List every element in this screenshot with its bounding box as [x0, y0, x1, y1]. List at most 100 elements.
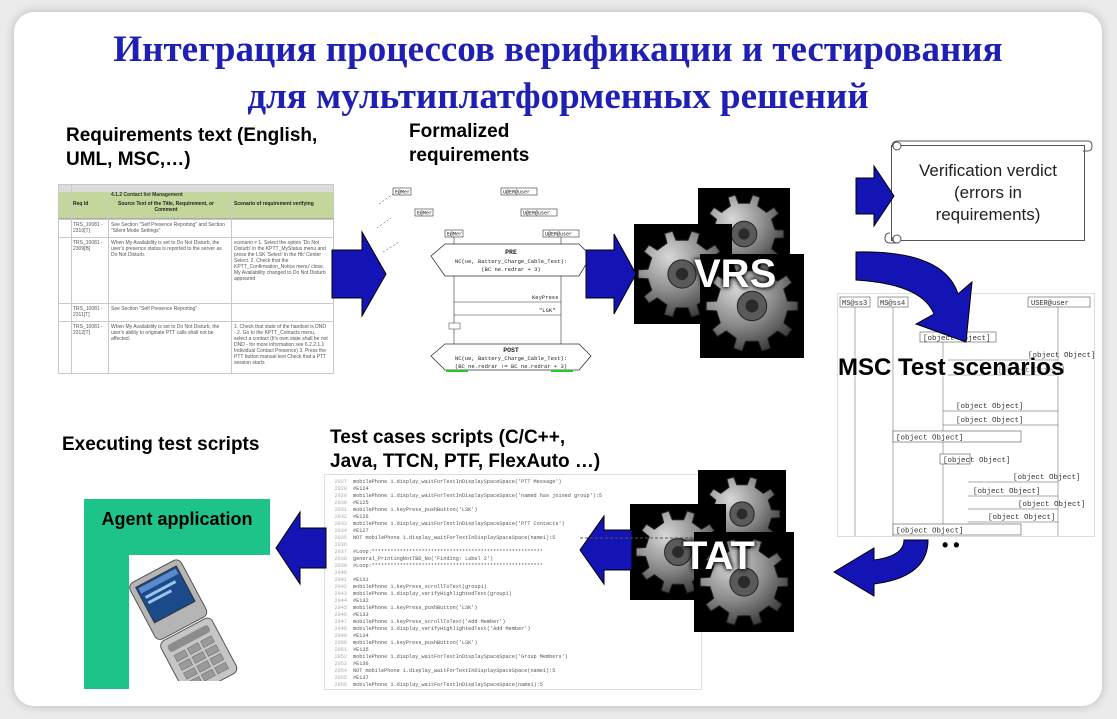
msc-item: [object Object] [1028, 352, 1094, 360]
msc-item: [object Object] [1013, 474, 1081, 482]
line-number: 2033 [334, 521, 347, 527]
code-text: #E132 [353, 598, 369, 604]
verdict-line-2: (errors in [953, 183, 1022, 202]
code-text: #E126 [353, 514, 369, 520]
line-number: 2036 [334, 542, 347, 548]
executing-test-scripts-label: Executing test scripts [62, 434, 260, 455]
code-text: general_PrintingNotTBD_No('Finding: Labe… [353, 556, 494, 562]
post-text-2: (BC ne.redrar != BC ne.redrar + 3) [455, 363, 567, 370]
table-row: TRS_10081 - 2309[B] When My Availability… [59, 237, 333, 304]
table-row: TRS_10081 - 2310[T] See Section "Self Pr… [59, 219, 333, 238]
code-text: #E133 [353, 612, 369, 618]
code-line: 2041 #E131 [325, 577, 369, 584]
lifeline-label: U@ER@user [545, 232, 572, 238]
code-text: mobilePhone 1.display_verifyHighlightedT… [353, 591, 512, 597]
code-line: 2043 mobilePhone 1.display_verifyHighligh… [325, 591, 512, 598]
line-number: 2046 [334, 612, 347, 618]
msc-test-scenarios-label: MSC Test scenarios [838, 354, 1065, 381]
code-text: #E135 [353, 647, 369, 653]
grid-col-line [108, 198, 109, 373]
code-text: mobilePhone 1.keyPress_scrollToText('Add… [353, 619, 506, 625]
code-line: 2044 #E132 [325, 598, 369, 605]
code-text: mobilePhone 1.display_verifyHighlightedT… [353, 626, 531, 632]
code-text: mobilePhone 1.display_waitForTextInDispl… [353, 521, 565, 527]
row-scenario: 1. Check that state of the handset is DN… [234, 324, 328, 366]
line-number: 2037 [334, 549, 347, 555]
grid-col-line [71, 185, 72, 373]
lifeline-box [392, 187, 412, 196]
line-number: 2042 [334, 584, 347, 590]
row-scenario: scenario ≠ 1. Select the option 'Do Not … [234, 240, 326, 282]
formalized-label-line-2: requirements [409, 145, 530, 166]
line-number: 2034 [334, 528, 347, 534]
line-number: 2043 [334, 591, 347, 597]
code-text: mobilePhone 1.keyPress_pushButton('LSK') [353, 640, 478, 646]
code-line: 2036 [325, 542, 353, 549]
formalized-requirements-diagram: E@Mer U@ER@user E@Mer U@ER@user E@Mer U@… [376, 187, 592, 372]
message-label: KeyPress [532, 294, 558, 301]
row-text: When My Availability is set to Do Not Di… [111, 240, 222, 258]
msc-condition-box [892, 430, 1022, 443]
pre-text-1: NC(ue, Battery_Charge_Cable_Test): [455, 258, 567, 265]
header-req-id: Req Id [73, 201, 89, 207]
code-text: #E127 [353, 528, 369, 534]
code-line: 2054 NOT mobilePhone 1.display_waitForTex… [325, 668, 556, 675]
title-line-2: для мультиплатформенных решений [247, 76, 869, 117]
vrs-label: VRS [694, 252, 777, 296]
code-text: #E131 [353, 577, 369, 583]
code-text: #Loop:**********************************… [353, 563, 543, 569]
formalized-requirements-label: Formalized requirements [409, 120, 529, 168]
line-number: 2052 [334, 654, 347, 660]
code-line: 2037#Loop:******************************… [325, 549, 543, 556]
lifeline-label: U@ER@user [523, 211, 550, 217]
code-text: mobilePhone 1.display_waitForTextInDispl… [353, 493, 603, 499]
row-id: TRS_10081 - 2311[T] [73, 306, 103, 318]
flow-arrows [275, 164, 973, 597]
scroll-top-curl [891, 140, 1093, 152]
line-number: 2041 [334, 577, 347, 583]
line-number: 2039 [334, 563, 347, 569]
green-marker [551, 370, 573, 372]
dashed-connector [376, 193, 400, 253]
arrow-right-icon [855, 164, 895, 228]
code-line: 2035 NOT mobilePhone 1.display_waitForTex… [325, 535, 556, 542]
line-number: 2054 [334, 668, 347, 674]
verdict-line-1: Verification verdict [919, 161, 1057, 180]
pre-text-2: (BC ne.redrar + 3) [481, 266, 540, 273]
agent-application-box: Agent application [84, 499, 270, 689]
table-row: TRS_10081 - 2311[T] See Section "Self Pr… [59, 303, 333, 322]
requirements-spreadsheet: 4.1.2 Contact list Management Req Id Sou… [58, 184, 334, 374]
title-line-1: Интеграция процессов верификации и тести… [113, 29, 1003, 70]
line-number: 2029 [334, 493, 347, 499]
msc-lifeline-label: MS@ss4 [880, 300, 905, 308]
row-text: See Section "Self Presence Reporting" [111, 306, 198, 312]
row-id: TRS_10081 - 2310[T] [73, 222, 103, 234]
msc-lifeline-box [1027, 296, 1091, 308]
spreadsheet-header-row [59, 198, 333, 219]
arrow-left-icon [275, 510, 327, 586]
test-cases-scripts-label: Test cases scripts (C/C++, Java, TTCN, P… [330, 426, 600, 474]
code-line: 2039 #Loop:******************************… [325, 563, 543, 570]
code-text: NOT mobilePhone 1.display_waitForTextInD… [353, 535, 556, 541]
row-text: When My Availability is set to Do Not Di… [111, 324, 220, 342]
test-cases-label-line-2: Java, TTCN, PTF, FlexAuto …) [330, 451, 601, 472]
line-number: 2044 [334, 598, 347, 604]
code-line: 2049 #E134 [325, 633, 369, 640]
post-condition-shape [430, 343, 592, 371]
lifeline-label: E@Mer [447, 232, 462, 238]
grid-col-line [231, 198, 232, 373]
line-number: 2053 [334, 661, 347, 667]
line-number: 2049 [334, 633, 347, 639]
code-text: NOT mobilePhone 1.display_waitForTextInD… [353, 668, 556, 674]
arrow-right-icon [331, 230, 387, 318]
tat-label: TAT [683, 534, 755, 578]
code-line: 2034 #E127 [325, 528, 369, 535]
line-number: 2035 [334, 535, 347, 541]
code-text: #E134 [353, 633, 369, 639]
code-line: 2032#E126 [325, 514, 369, 521]
code-text: #E125 [353, 500, 369, 506]
row-text: See Section "Self Presence Reporting" an… [111, 222, 225, 234]
